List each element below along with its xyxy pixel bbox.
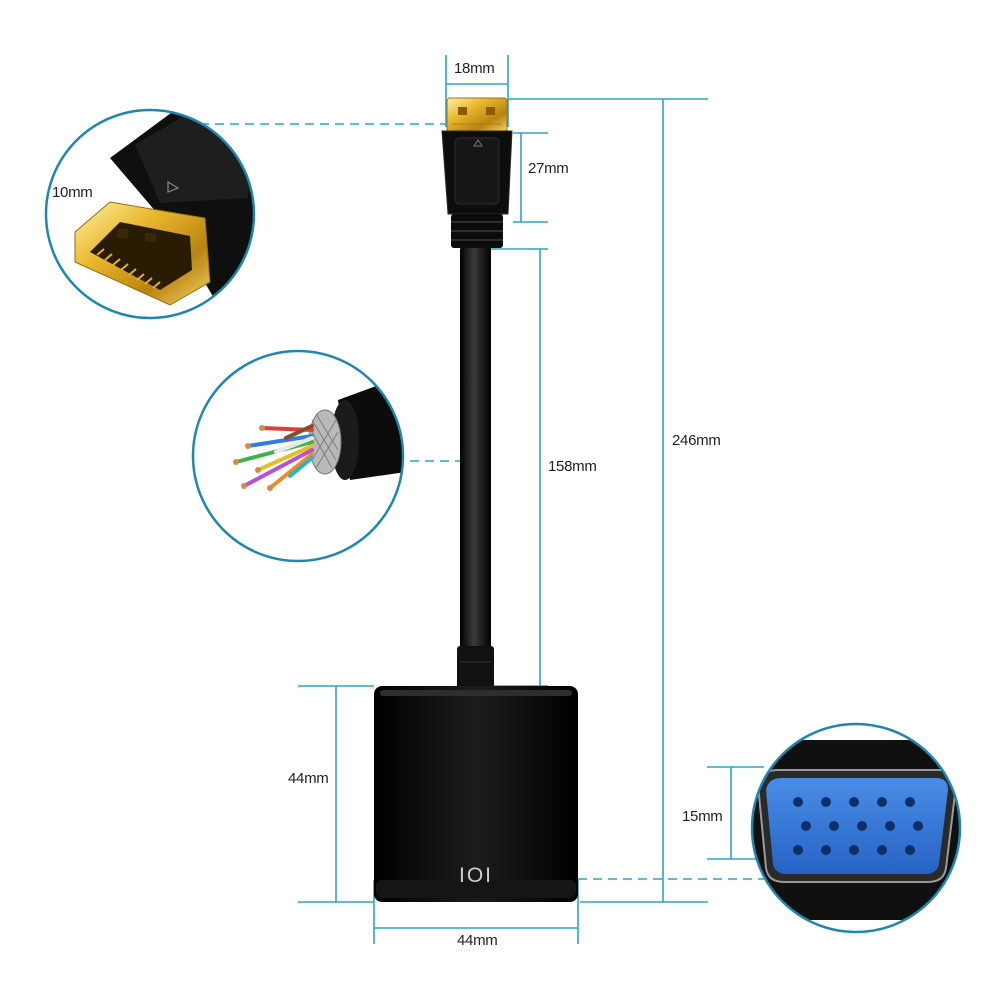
- hdmi-plug-body: [441, 130, 513, 248]
- vga-box-width-label: 44mm: [457, 932, 498, 949]
- hdmi-tip-height-label: 10mm: [52, 184, 93, 201]
- vga-box-height-label: 44mm: [288, 770, 329, 787]
- vga-port-closeup-circle: [750, 722, 962, 934]
- adapter-product: [374, 97, 578, 902]
- cable-length-label: 158mm: [548, 458, 597, 475]
- cable-closeup-circle: [191, 349, 405, 563]
- total-length-label: 246mm: [672, 432, 721, 449]
- hdmi-closeup-circle: [44, 108, 256, 320]
- vga-adapter-box: [374, 686, 578, 902]
- cable: [460, 246, 491, 656]
- box-symbol: IOI: [459, 864, 493, 887]
- vga-port-height-label: 15mm: [682, 808, 723, 825]
- hdmi-plug-tip: [446, 97, 508, 133]
- dimension-lines: [82, 55, 764, 944]
- hdmi-plug-length-label: 27mm: [528, 160, 569, 177]
- hdmi-plug-width-label: 18mm: [454, 60, 495, 77]
